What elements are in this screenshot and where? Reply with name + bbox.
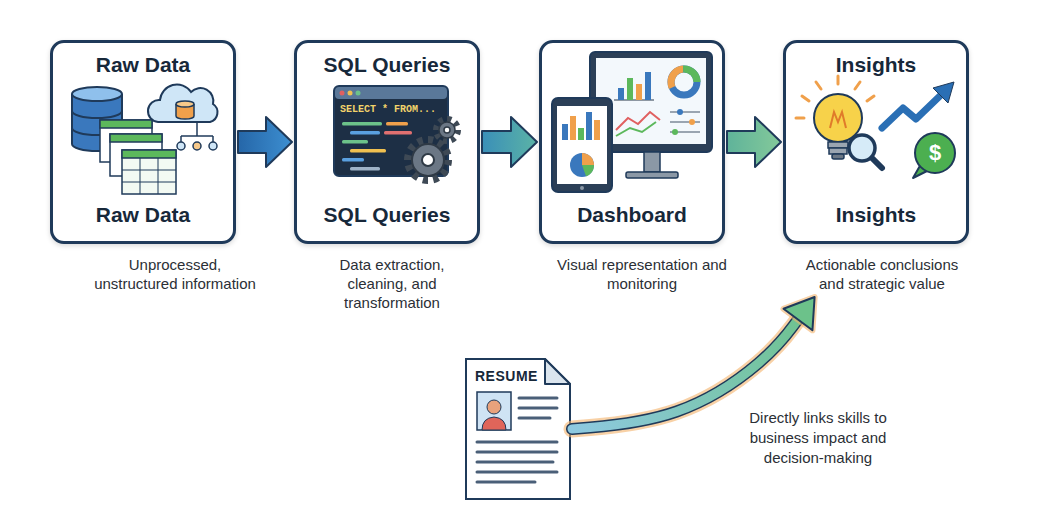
curved-arrow <box>572 297 815 429</box>
box-subtitle: Insights <box>786 203 966 227</box>
box-description: Visual representation and monitoring <box>557 255 727 293</box>
process-box: SQL QueriesSQL QueriesData extraction, c… <box>294 40 480 244</box>
box-description: Unprocessed, unstructured information <box>87 255 263 293</box>
box-title: SQL Queries <box>297 53 477 77</box>
box-subtitle: SQL Queries <box>297 203 477 227</box>
box-title: Insights <box>786 53 966 77</box>
document-outline <box>477 481 535 484</box>
flow-arrow <box>238 117 292 167</box>
document-outline <box>477 392 511 430</box>
arrow-glow <box>783 297 814 330</box>
document-outline <box>487 400 501 414</box>
document-outline <box>477 451 557 454</box>
document-outline <box>519 407 557 410</box>
box-title: Raw Data <box>53 53 233 77</box>
document-outline <box>477 461 553 464</box>
box-subtitle: Dashboard <box>542 203 722 227</box>
document-outline <box>466 359 570 499</box>
process-box: InsightsInsightsActionable conclusions a… <box>783 40 969 244</box>
flow-arrow <box>482 117 537 167</box>
resume-document: RESUME <box>465 358 571 500</box>
document-outline <box>519 397 557 400</box>
box-description: Actionable conclusions and strategic val… <box>796 255 968 293</box>
arrow-glow <box>572 320 798 429</box>
document-outline <box>545 359 570 384</box>
document-label: RESUME <box>475 368 538 384</box>
document-outline <box>519 417 550 420</box>
curved-arrow <box>572 320 798 429</box>
process-box: Raw DataRaw DataUnprocessed, unstructure… <box>50 40 236 244</box>
curved-arrow <box>572 320 798 429</box>
arrow-head <box>783 297 814 330</box>
document-outline <box>477 471 557 474</box>
document-outline <box>477 441 557 444</box>
flow-arrow <box>238 117 292 167</box>
flow-arrow <box>727 117 781 167</box>
flow-arrow <box>727 117 781 167</box>
connector-label: Directly links skills to business impact… <box>722 408 914 468</box>
box-description: Data extraction, cleaning, and transform… <box>325 255 460 312</box>
process-box: DashboardVisual representation and monit… <box>539 40 725 244</box>
document-outline <box>482 417 506 430</box>
box-subtitle: Raw Data <box>53 203 233 227</box>
flow-arrow <box>482 117 537 167</box>
